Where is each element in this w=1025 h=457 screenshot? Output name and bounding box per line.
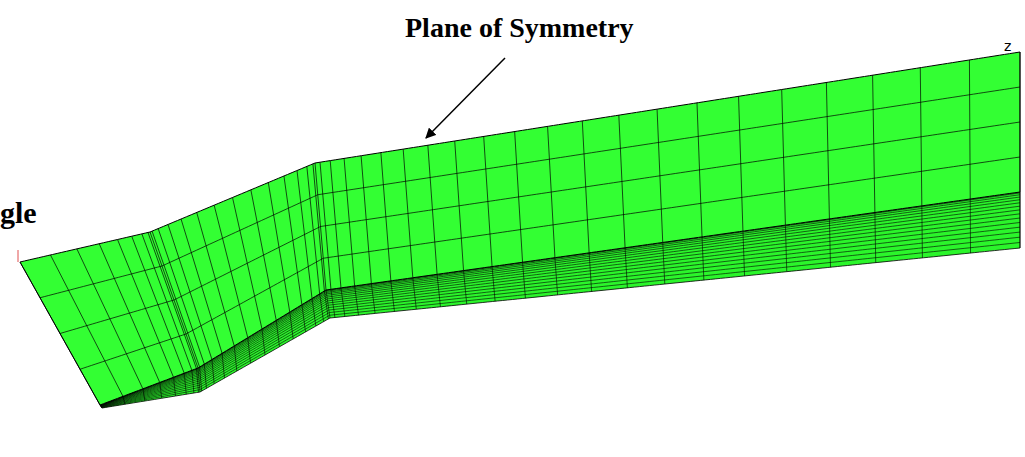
leader-arrow: [426, 58, 505, 138]
grid-line: [555, 258, 558, 295]
wall-surface: [20, 52, 1020, 405]
grid-line: [413, 278, 417, 310]
grid-line: [233, 198, 263, 330]
grid-line: [625, 248, 627, 288]
grid-line: [829, 219, 830, 267]
grid-line: [548, 126, 555, 257]
grid-line: [50, 255, 123, 396]
grid-line: [197, 212, 235, 345]
grid-line: [1020, 52, 1021, 192]
callout-label: gle: [0, 196, 37, 230]
grid-line: [123, 396, 125, 404]
grid-line: [302, 305, 306, 332]
grid-line: [341, 288, 345, 317]
grid-line: [1020, 192, 1021, 248]
grid-line: [381, 153, 391, 281]
grid-line: [234, 346, 237, 371]
grid-line: [464, 271, 467, 305]
grid-line: [970, 199, 971, 253]
grid-line: [873, 75, 875, 212]
grid-line: [492, 267, 495, 302]
grid-line: [657, 109, 663, 242]
grid-line: [150, 232, 198, 368]
grid-line: [782, 90, 786, 226]
grid-line: [921, 206, 923, 258]
grid-line: [324, 291, 328, 319]
grid-line: [326, 290, 330, 318]
grid-line: [403, 149, 413, 278]
grid-line: [331, 289, 335, 317]
grid-line: [920, 68, 922, 206]
grid-line: [743, 231, 745, 276]
grid-line: [663, 242, 665, 284]
grid-line: [181, 219, 222, 353]
grid-line: [582, 121, 589, 253]
grid-line: [118, 240, 174, 378]
grid-line: [330, 161, 341, 288]
grid-line: [148, 232, 197, 368]
grid-line: [697, 103, 702, 237]
grid-line: [344, 158, 355, 286]
grid-line: [80, 157, 1020, 369]
grid-line: [192, 370, 194, 393]
grid-line: [355, 286, 359, 315]
grid-line: [523, 262, 526, 298]
axis-mark: [18, 250, 19, 262]
grid-line: [212, 359, 214, 383]
grid-line: [391, 281, 395, 312]
grid-line: [313, 164, 324, 291]
grid-line: [702, 237, 704, 280]
grid-line: [826, 82, 829, 218]
grid-line: [60, 122, 1020, 334]
grid-line: [455, 141, 464, 271]
grid-line: [99, 244, 159, 383]
grid-line: [284, 176, 302, 305]
grid-line: [515, 132, 523, 263]
grid-line: [200, 367, 202, 391]
grid-line: [268, 183, 289, 313]
grid-line: [174, 377, 176, 396]
grid-line: [132, 236, 185, 373]
grid-line: [168, 224, 212, 359]
grid-line: [214, 205, 248, 338]
grid-line: [619, 115, 625, 248]
grid-line: [290, 312, 293, 339]
grid-line: [276, 320, 279, 346]
grid-line: [320, 294, 324, 322]
grid-line: [143, 389, 145, 401]
grid-line: [158, 229, 204, 365]
grid-line: [248, 338, 251, 364]
grid-line: [100, 405, 102, 408]
callout-label: Plane of Symmetry: [405, 12, 634, 44]
grid-line: [785, 225, 786, 272]
grid-line: [297, 171, 312, 299]
grid-line: [428, 145, 437, 274]
grid-line: [589, 253, 591, 292]
grid-line: [312, 299, 316, 327]
grid-line: [437, 274, 440, 306]
grid-line: [222, 353, 224, 378]
grid-line: [262, 329, 265, 355]
grid-line: [361, 156, 371, 284]
grid-line: [874, 212, 876, 262]
grid-line: [484, 136, 492, 266]
grid-line: [184, 373, 186, 394]
grid-line: [739, 96, 743, 231]
callout-label: z: [1004, 38, 1011, 54]
grid-line: [204, 364, 206, 388]
grid-line: [969, 60, 971, 199]
grid-line: [320, 162, 331, 289]
grid-line: [315, 163, 326, 290]
grid-line: [160, 382, 162, 398]
grid-line: [307, 166, 320, 293]
grid-line: [20, 262, 100, 405]
grid-line: [371, 284, 375, 314]
grid-line: [77, 249, 143, 389]
